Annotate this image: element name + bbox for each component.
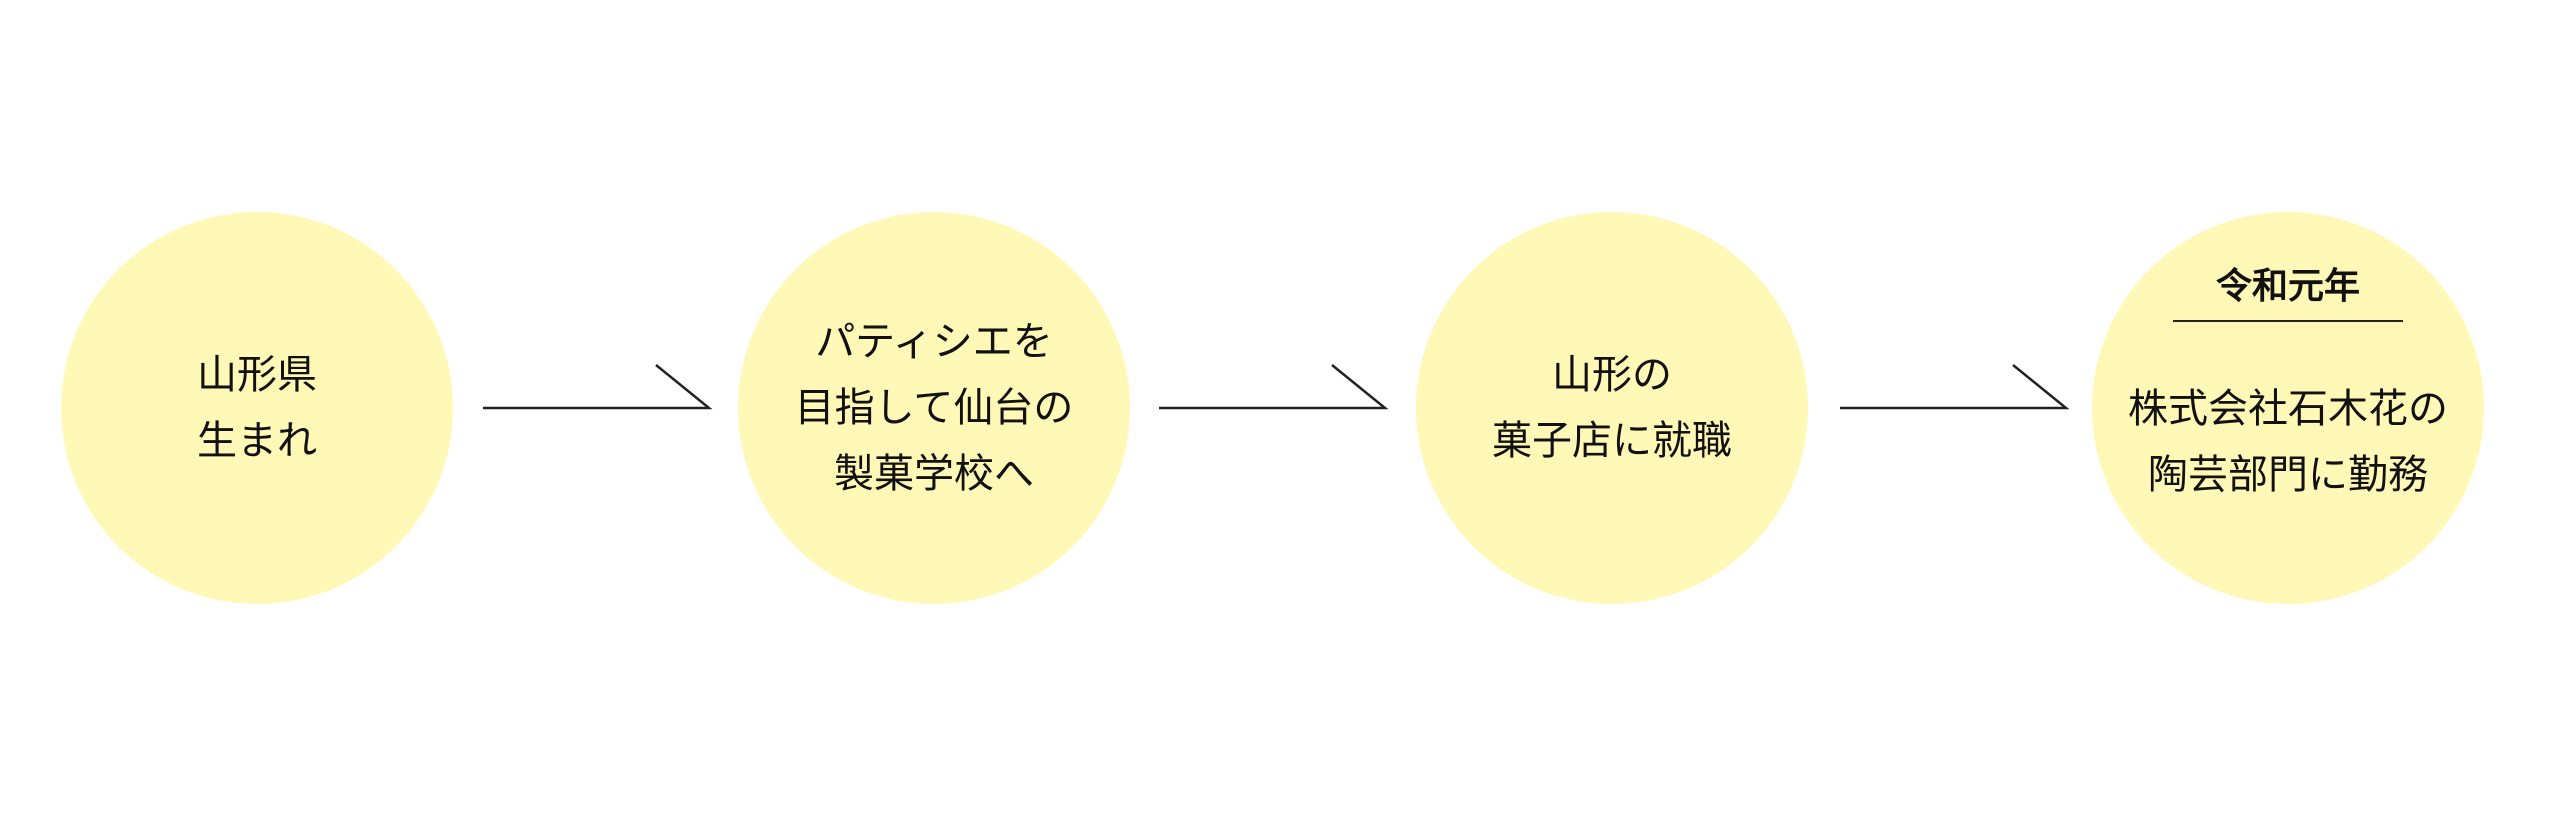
step-2-line-1: パティシエを — [815, 319, 1053, 365]
step-4-title: 令和元年 — [2215, 266, 2360, 307]
step-3-circle: 山形の 菓子店に就職 — [1416, 212, 1808, 604]
step-3-line-2: 菓子店に就職 — [1492, 418, 1732, 464]
step-3-line-1: 山形の — [1552, 352, 1672, 398]
arrow-icon — [1840, 364, 2070, 410]
arrow-icon — [483, 364, 713, 410]
step-1-line-1: 山形県 — [197, 352, 317, 398]
arrow-icon — [1159, 364, 1389, 410]
step-2-line-3: 製菓学校へ — [834, 451, 1034, 497]
step-4-line-2: 陶芸部門に勤務 — [2148, 452, 2428, 498]
title-underline — [2173, 320, 2403, 322]
step-1-circle: 山形県 生まれ — [61, 212, 453, 604]
step-1-line-2: 生まれ — [197, 418, 317, 464]
step-4-line-1: 株式会社石木花の — [2128, 386, 2448, 432]
step-2-line-2: 目指して仙台の — [794, 385, 1074, 431]
step-2-circle: パティシエを 目指して仙台の 製菓学校へ — [738, 212, 1130, 604]
step-4-circle: 令和元年 株式会社石木花の 陶芸部門に勤務 — [2092, 212, 2484, 604]
